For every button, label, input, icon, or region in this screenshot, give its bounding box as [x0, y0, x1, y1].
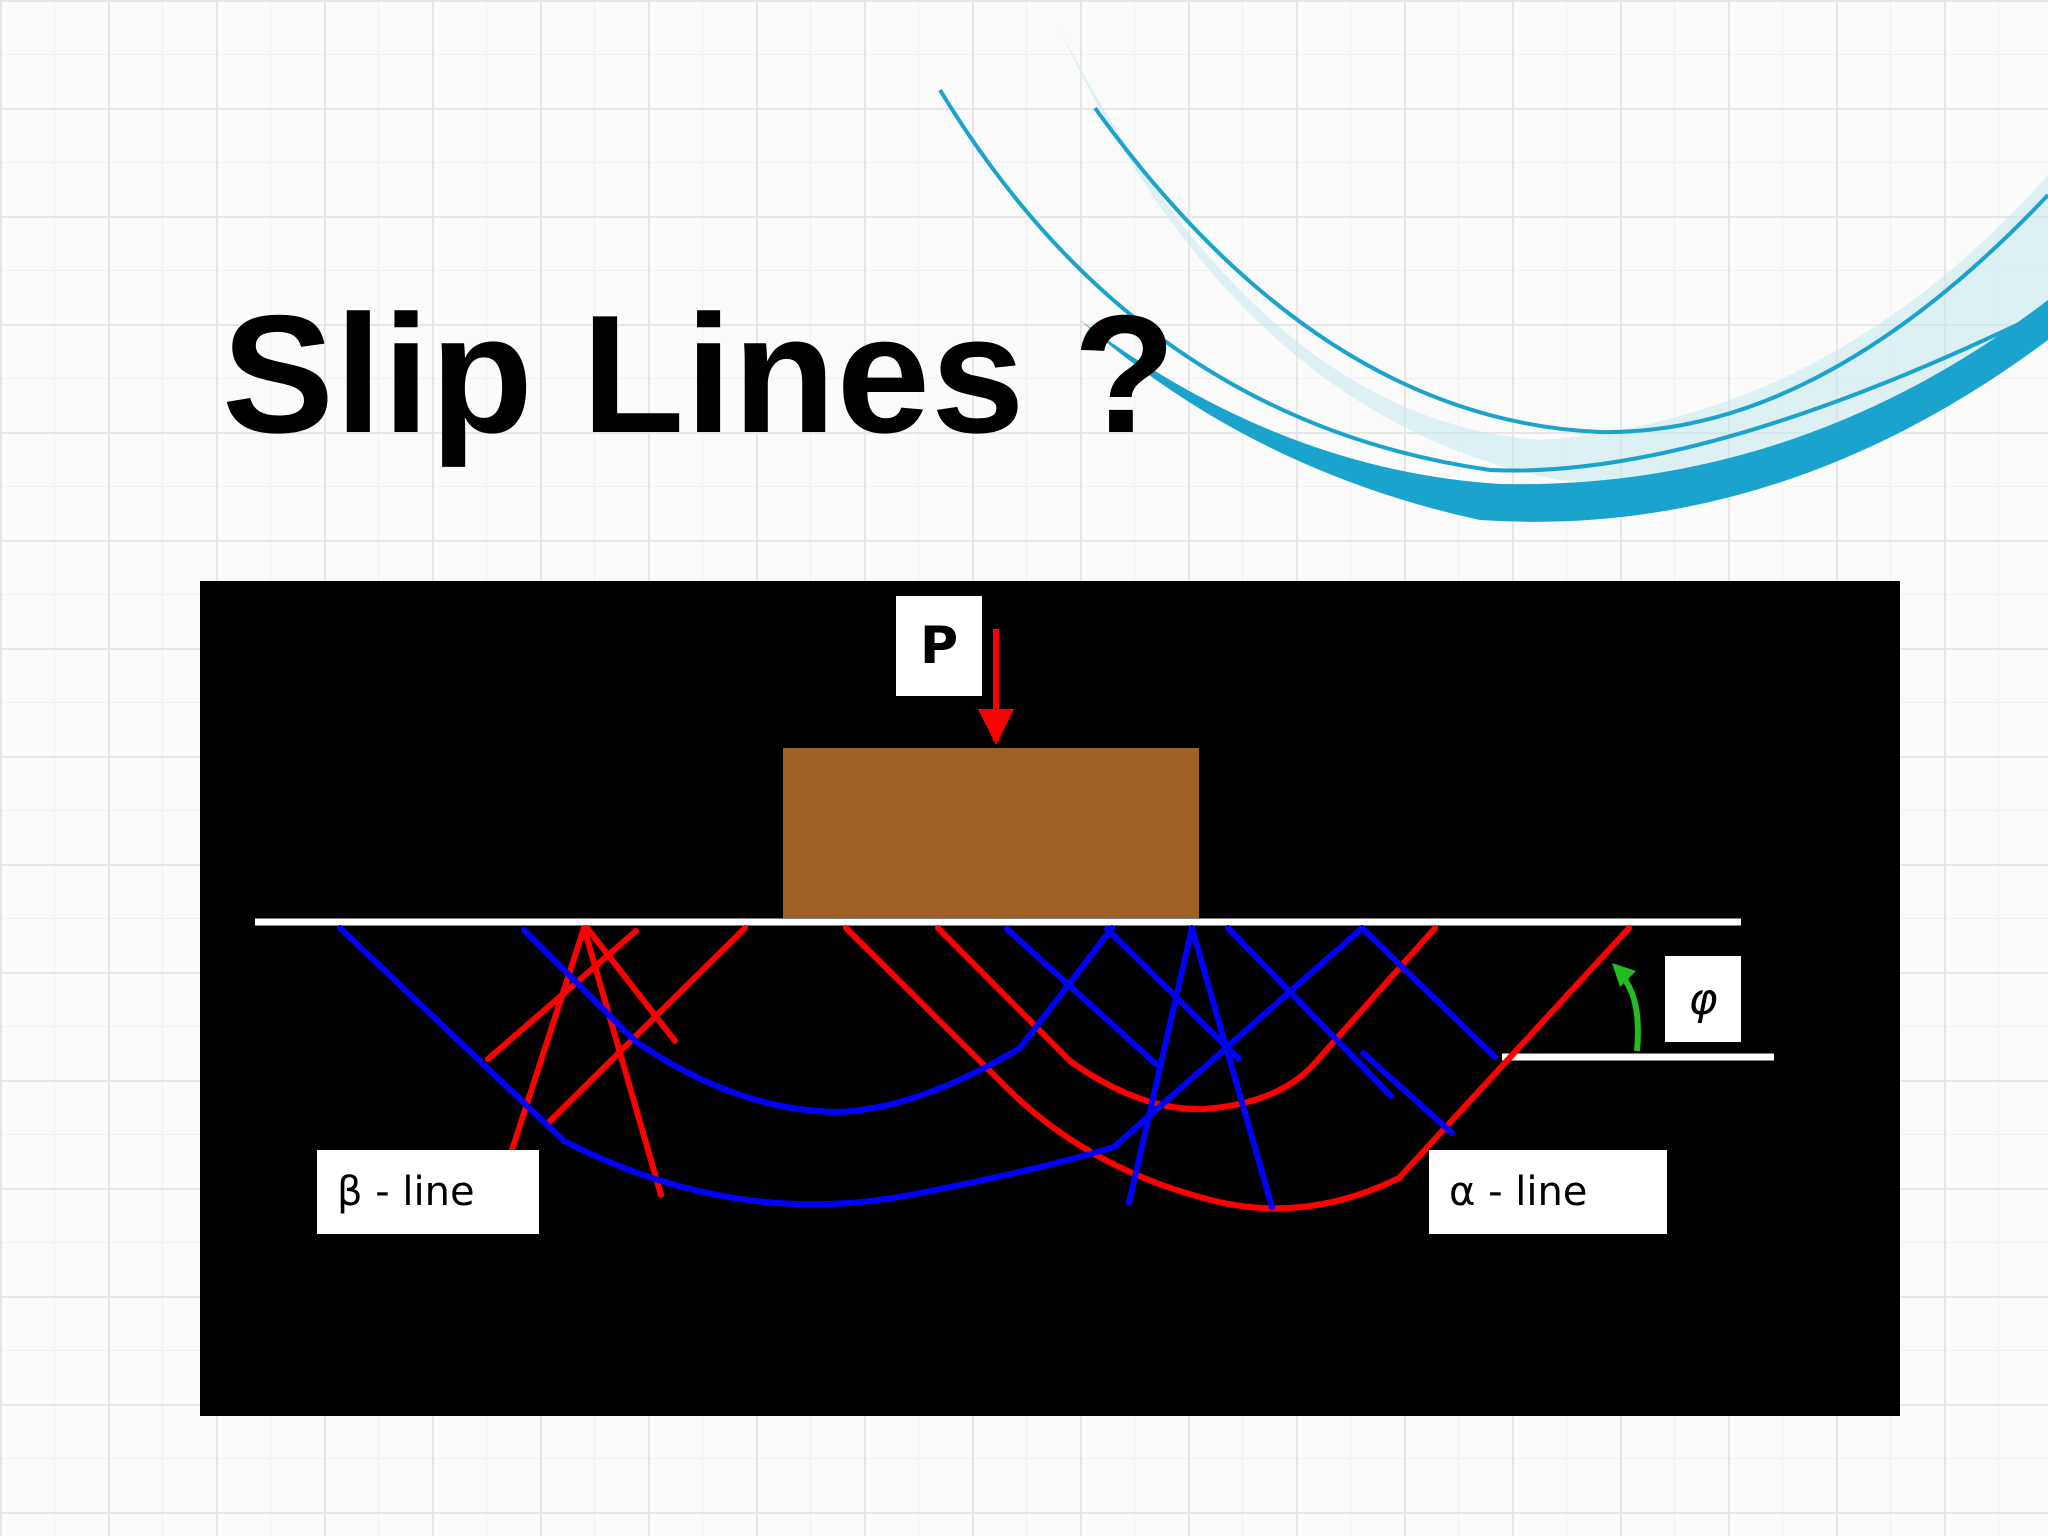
beta-line-1 — [521, 925, 1115, 1115]
friction-angle-label: φ — [1665, 956, 1741, 1042]
beta-line-0 — [337, 925, 1365, 1208]
alpha-line-5 — [935, 925, 1438, 1113]
alpha-line-2 — [584, 925, 678, 1044]
beta-line-8 — [1189, 925, 1275, 1210]
beta-line-6 — [1004, 926, 1159, 1067]
load-arrow-head — [978, 709, 1014, 745]
load-label: P — [896, 596, 982, 696]
slip-line-diagram: P φ β - line α - line — [200, 581, 1900, 1416]
angle-arrow-head — [1612, 963, 1636, 987]
beta-line-label: β - line — [317, 1150, 539, 1234]
slide-title: Slip Lines ? — [222, 280, 1177, 468]
alpha-line-1 — [545, 925, 748, 1126]
swoosh-light-band — [1060, 30, 2048, 482]
beta-line-4 — [1104, 926, 1242, 1062]
beta-line-family — [337, 925, 1498, 1210]
swoosh-thick-band — [1080, 300, 2048, 522]
beta-line-7 — [1126, 925, 1195, 1206]
footing-block — [783, 748, 1199, 918]
beta-line-2 — [1359, 925, 1498, 1060]
slip-line-field — [255, 629, 1774, 1212]
angle-arc-arrow — [1617, 971, 1641, 1052]
alpha-line-6 — [843, 925, 1632, 1212]
beta-line-5 — [1360, 1050, 1455, 1136]
swoosh-thin-line-2 — [1093, 106, 2048, 435]
beta-line-3 — [1225, 925, 1394, 1099]
alpha-line-4 — [581, 925, 664, 1198]
alpha-line-label: α - line — [1429, 1150, 1667, 1234]
